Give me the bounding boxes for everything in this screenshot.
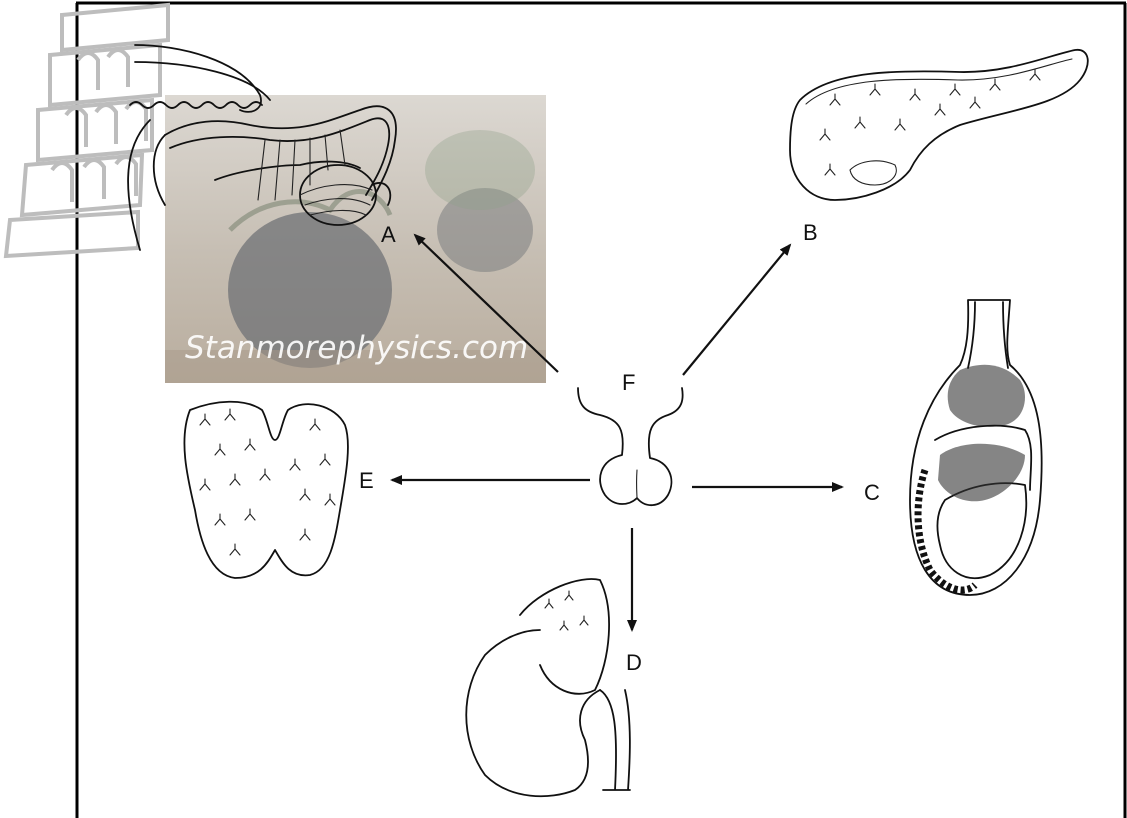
- label-e: E: [359, 468, 374, 493]
- organ-d-adrenal-kidney-drawing: [466, 579, 630, 796]
- watermark-text: Stanmorephysics.com: [185, 330, 528, 366]
- building-logo: [6, 5, 168, 256]
- label-a: A: [381, 222, 396, 247]
- label-c: C: [864, 480, 880, 505]
- organ-c-testis-drawing: [910, 300, 1042, 595]
- organ-e-thyroid-drawing: [184, 402, 348, 578]
- arrow-to-b: [683, 245, 790, 375]
- label-f: F: [622, 370, 635, 395]
- watermark-photo: Stanmorephysics.com: [165, 95, 546, 383]
- organ-f-pituitary-drawing: [578, 388, 683, 505]
- label-d: D: [626, 650, 642, 675]
- organ-b-pancreas-drawing: [790, 50, 1088, 200]
- label-b: B: [803, 220, 818, 245]
